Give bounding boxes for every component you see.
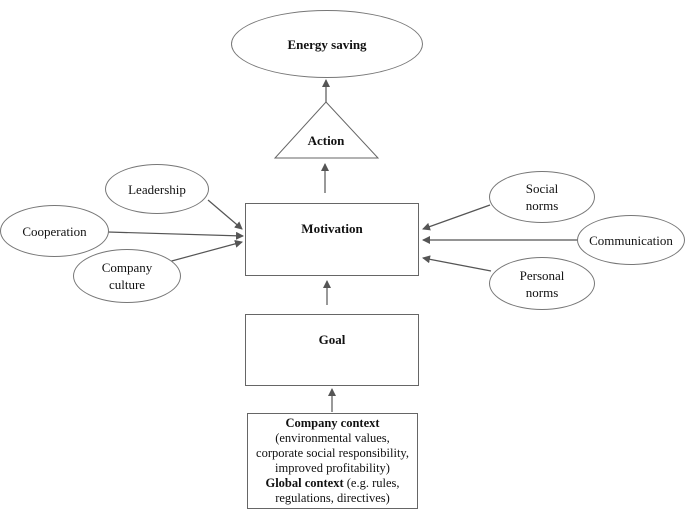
arrow-personal-norms-to-motivation (422, 255, 492, 272)
company-context-title: Company context (285, 416, 380, 430)
social-norms-label: Social norms (525, 181, 559, 213)
arrow-culture-to-motivation (167, 239, 243, 263)
company-culture-node: Company culture (73, 249, 181, 303)
company-context-body: (environmental values, corporate social … (256, 431, 409, 475)
global-context-body: (e.g. rules, regulations, directives) (275, 476, 400, 505)
action-label: Action (307, 132, 345, 148)
goal-node: Goal (245, 314, 419, 386)
global-context-title: Global context (265, 476, 344, 490)
leadership-label: Leadership (128, 181, 186, 197)
energy-saving-node: Energy saving (231, 10, 423, 78)
arrow-cooperation-to-motivation (107, 231, 244, 240)
cooperation-node: Cooperation (0, 205, 109, 257)
motivation-label: Motivation (301, 221, 363, 236)
personal-norms-node: Personal norms (489, 257, 595, 310)
context-node: Company context (environmental values, c… (247, 413, 418, 509)
action-triangle (273, 101, 380, 159)
leadership-node: Leadership (105, 164, 209, 214)
arrow-social-norms-to-motivation (422, 204, 491, 231)
global-context-line: Global context (e.g. rules, regulations,… (265, 476, 399, 506)
communication-node: Communication (577, 215, 685, 265)
goal-label: Goal (318, 332, 346, 347)
social-norms-node: Social norms (489, 171, 595, 223)
cooperation-label: Cooperation (22, 223, 87, 239)
company-culture-label: Company culture (101, 260, 153, 292)
energy-saving-label: Energy saving (287, 36, 367, 52)
action-node: Action (286, 130, 366, 150)
motivation-node: Motivation (245, 203, 419, 276)
communication-label: Communication (589, 232, 673, 248)
arrow-leadership-to-motivation (207, 199, 243, 230)
personal-norms-label: Personal norms (519, 267, 565, 300)
